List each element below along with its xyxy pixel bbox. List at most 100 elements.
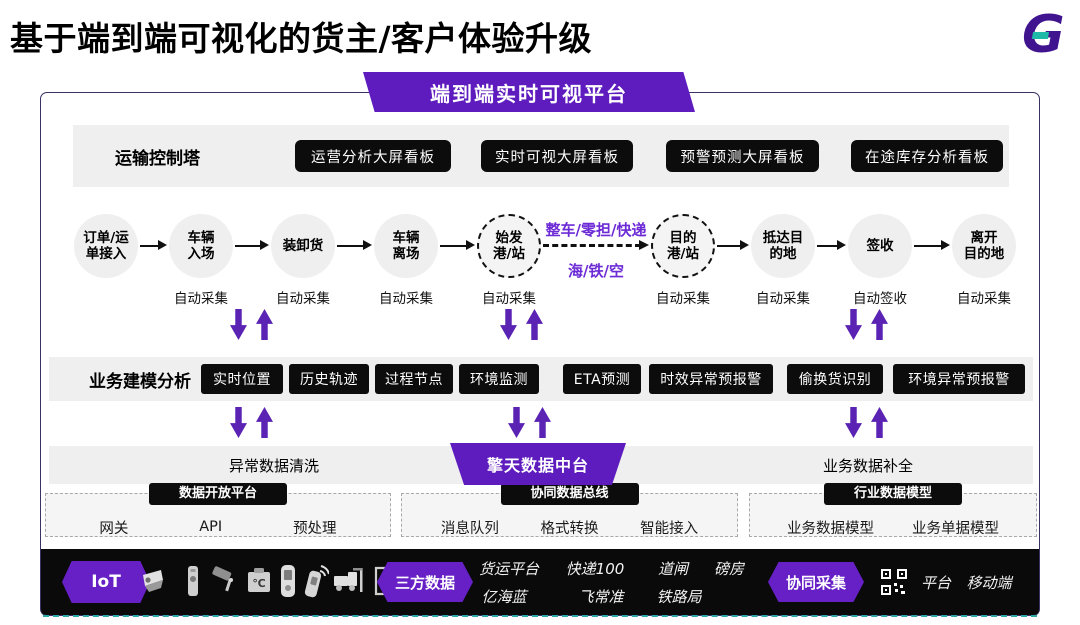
box-industry-data-model: 行业数据模型 业务数据模型 业务单据模型 (749, 483, 1037, 537)
flow-node-sublabel: 自动采集 (482, 291, 536, 307)
gps-tracker-icon (304, 565, 329, 598)
collaborative-collection-badge: 协同采集 (768, 562, 864, 602)
third-party-source: 货运平台 (478, 560, 539, 578)
flow-node-destination-port: 目的 港/站 (651, 214, 715, 278)
board-button-operation-analysis: 运营分析大屏看板 (295, 140, 451, 172)
platform-frame: 运输控制塔 运营分析大屏看板 实时可视大屏看板 预警预测大屏看板 在途库存分析看… (40, 92, 1040, 617)
flow-node-sublabel: 自动采集 (379, 291, 433, 307)
qingtian-data-platform-badge: 擎天数据中台 (450, 443, 626, 485)
box-item: 网关 (99, 520, 129, 537)
flow-arrow-icon (440, 240, 475, 250)
board-button-in-transit-inventory: 在途库存分析看板 (851, 140, 1003, 172)
chip-cargo-swap-detect: 偷换货识别 (787, 364, 883, 394)
abnormal-data-cleaning-label: 异常数据清洗 (228, 456, 319, 475)
box-title: 行业数据模型 (823, 483, 963, 505)
flow-node-sublabel: 自动采集 (276, 291, 330, 307)
flow-arrow-icon (140, 240, 167, 250)
flow-node-sublabel: 自动采集 (656, 291, 710, 307)
route-mode-label-bottom: 海/铁/空 (568, 262, 624, 280)
temp-unit-glyph: ℃ (252, 577, 265, 590)
flow-node-arrive-destination: 抵达目 的地 (751, 214, 815, 278)
chip-timeliness-alert: 时效异常预报警 (649, 364, 773, 394)
flow-node-sublabel: 自动采集 (174, 291, 228, 307)
collab-channel: 平台 (920, 574, 951, 592)
box-item: 智能接入 (640, 520, 699, 537)
data-up-arrow-icon (534, 407, 551, 438)
flow-node-origin-port: 始发 港/站 (477, 214, 541, 278)
chip-env-anomaly-alert: 环境异常预报警 (893, 364, 1025, 394)
business-modeling-bar: 业务建模分析 实时位置 历史轨迹 过程节点 环境监测 ETA预测 时效异常预报警… (49, 357, 1033, 401)
flow-node-leave-destination: 离开 目的地 (952, 214, 1016, 278)
flow-node-loading: 装卸货 (271, 214, 335, 278)
route-mode-label-top: 整车/零担/快递 (545, 221, 647, 239)
company-logo-icon: G (1022, 5, 1065, 62)
data-up-arrow-icon (871, 309, 888, 340)
data-down-arrow-icon (845, 309, 862, 340)
flow-node-sign-off: 签收 (848, 214, 912, 278)
box-item: 业务数据模型 (787, 520, 874, 537)
data-up-arrow-icon (871, 407, 888, 438)
box-item: API (199, 519, 223, 535)
third-party-source: 道闸 (657, 560, 688, 578)
iot-badge: IoT (62, 561, 150, 603)
flow-arrow-icon (717, 240, 749, 250)
data-up-arrow-icon (256, 309, 273, 340)
flow-node-vehicle-entry: 车辆 入场 (169, 214, 233, 278)
box-item: 预处理 (293, 520, 337, 537)
chip-realtime-location: 实时位置 (201, 364, 283, 394)
board-button-alert-forecast: 预警预测大屏看板 (666, 140, 819, 172)
rfid-reader-icon (188, 566, 198, 596)
flow-node-sublabel: 自动采集 (756, 291, 810, 307)
collab-channel: 移动端 (966, 574, 1012, 592)
third-party-source: 飞常准 (578, 588, 624, 606)
chip-history-track: 历史轨迹 (289, 364, 369, 394)
video-camera-icon (143, 570, 163, 592)
box-item: 格式转换 (540, 520, 599, 537)
box-collaborative-data-bus: 协同数据总线 消息队列 格式转换 智能接入 (401, 483, 738, 537)
data-up-arrow-icon (526, 309, 543, 340)
box-item: 消息队列 (440, 520, 499, 537)
box-item: 业务单据模型 (912, 520, 999, 537)
cctv-camera-icon (212, 566, 233, 592)
flow-node-order-intake: 订单/运 单接入 (74, 214, 138, 278)
flow-dashed-arrow-icon (543, 239, 649, 250)
flow-node-sublabel: 自动采集 (957, 291, 1011, 307)
data-down-arrow-icon (230, 309, 247, 340)
third-party-source: 亿海蓝 (481, 588, 527, 606)
data-up-arrow-icon (256, 407, 273, 438)
temperature-recorder-icon: ℃ (248, 568, 270, 592)
platform-banner: 端到端实时可视平台 (363, 72, 695, 112)
logo-teal-dash (1031, 32, 1050, 39)
flow-arrow-icon (914, 240, 950, 250)
box-title: 数据开放平台 (148, 483, 288, 505)
data-down-arrow-icon (500, 309, 517, 340)
control-tower-label: 运输控制塔 (115, 148, 200, 169)
third-party-source: 快递100 (565, 560, 625, 578)
chip-environment-monitor: 环境监测 (459, 364, 539, 394)
third-party-source: 磅房 (713, 560, 744, 578)
box-data-open-platform: 数据开放平台 网关 API 预处理 (45, 483, 391, 537)
third-party-source: 铁路局 (656, 588, 702, 606)
shipment-flow: 订单/运 单接入 车辆 入场 装卸货 车辆 离场 始发 港/站 目的 港/站 抵… (41, 211, 1039, 311)
third-party-data-badge: 三方数据 (377, 562, 473, 602)
data-down-arrow-icon (508, 407, 525, 438)
data-down-arrow-icon (230, 407, 247, 438)
business-modeling-label: 业务建模分析 (89, 371, 191, 392)
control-tower-bar: 运输控制塔 运营分析大屏看板 实时可视大屏看板 预警预测大屏看板 在途库存分析看… (73, 125, 1009, 187)
flow-node-vehicle-exit: 车辆 离场 (374, 214, 438, 278)
data-down-arrow-icon (845, 407, 862, 438)
flow-arrow-icon (235, 240, 269, 250)
box-title: 协同数据总线 (500, 483, 639, 505)
flow-arrow-icon (337, 240, 372, 250)
chip-process-node: 过程节点 (375, 364, 453, 394)
flow-node-sublabel: 自动签收 (853, 291, 907, 307)
board-button-realtime-visual: 实时可视大屏看板 (481, 140, 633, 172)
flow-arrow-icon (817, 240, 846, 250)
business-data-completion-label: 业务数据补全 (822, 456, 913, 475)
vehicle-gate-icon (334, 568, 363, 592)
chip-eta-forecast: ETA预测 (563, 364, 641, 394)
handheld-terminal-icon (281, 565, 295, 597)
data-source-bar: IoT ℃ (41, 549, 1039, 617)
page-title: 基于端到端可视化的货主/客户体验升级 (10, 19, 593, 58)
qr-code-icon (881, 569, 907, 595)
